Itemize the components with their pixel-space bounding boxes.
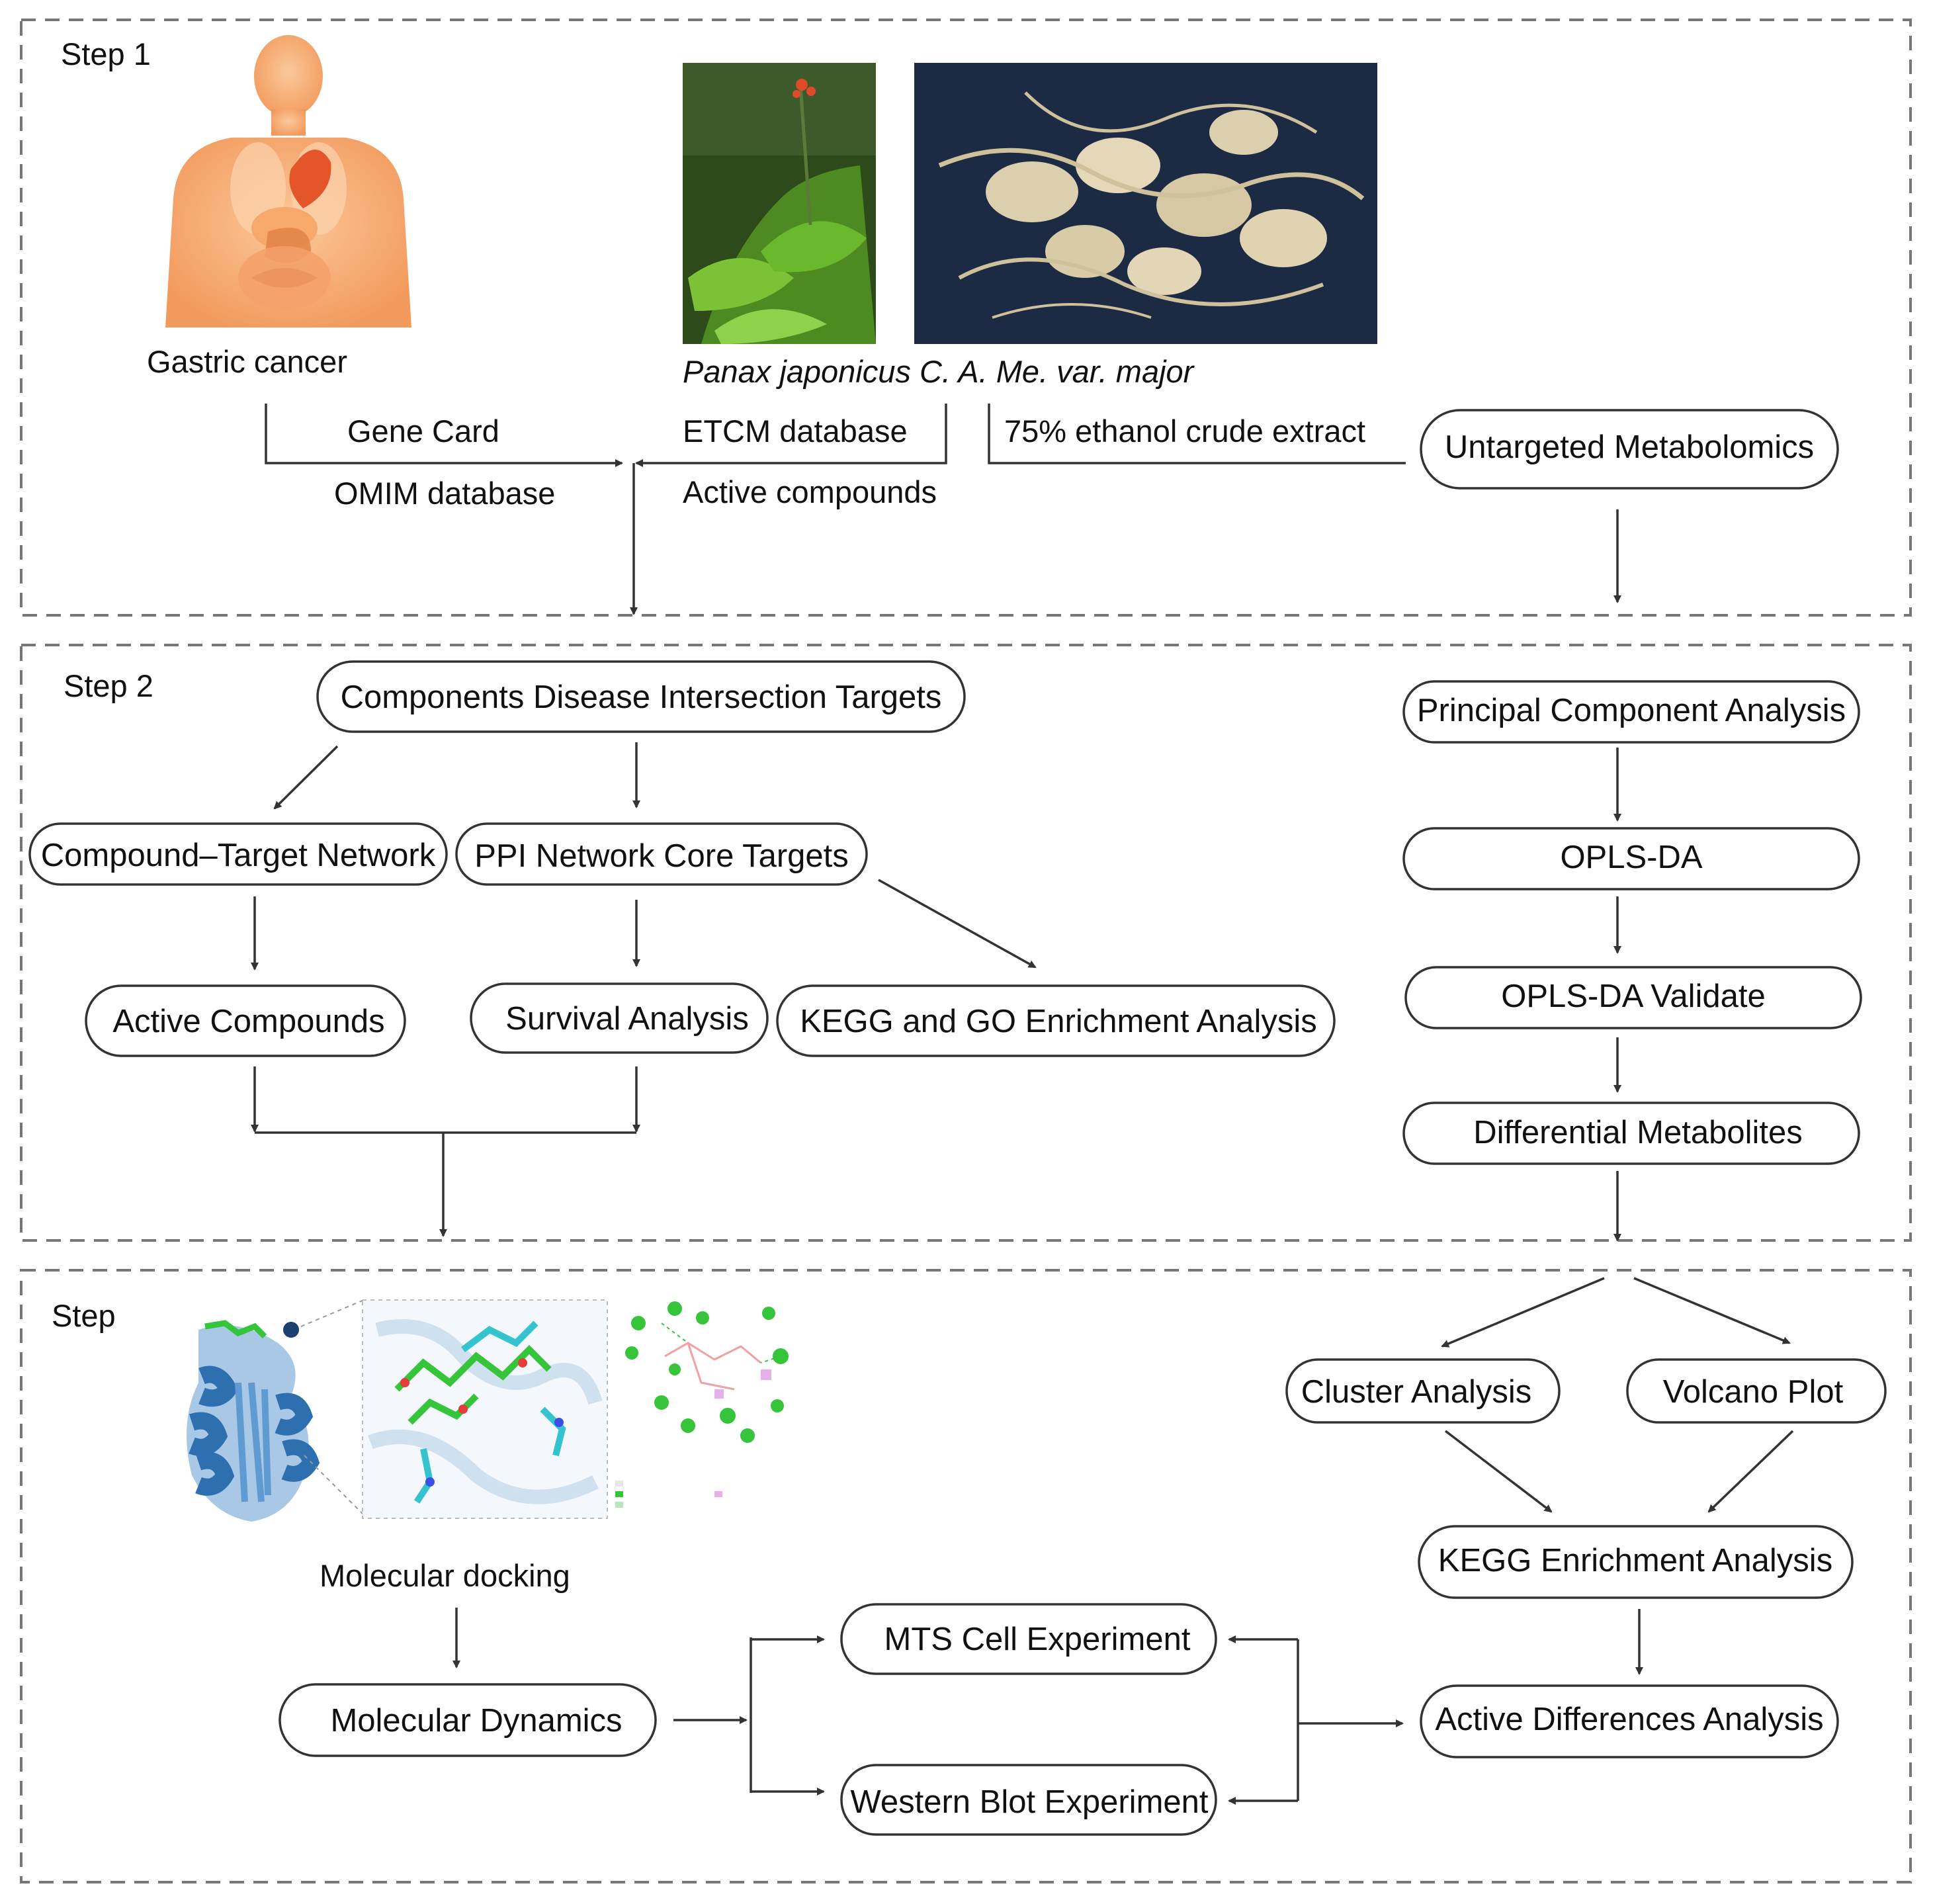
svg-text:Cluster Analysis: Cluster Analysis: [1301, 1374, 1532, 1410]
opls-da-node: OPLS-DA: [1402, 827, 1860, 890]
etcm-label: ETCM database: [683, 413, 908, 449]
protein-structure-image: [187, 1299, 365, 1522]
kegg-enrichment-node: KEGG Enrichment Analysis: [1418, 1525, 1854, 1599]
svg-text:KEGG Enrichment Analysis: KEGG Enrichment Analysis: [1438, 1543, 1832, 1579]
svg-text:Molecular Dynamics: Molecular Dynamics: [330, 1703, 622, 1739]
ethanol-label: 75% ethanol crude extract: [1004, 413, 1365, 449]
active-differences-node: Active Differences Analysis: [1420, 1684, 1839, 1758]
svg-text:Untargeted Metabolomics: Untargeted Metabolomics: [1445, 429, 1814, 465]
active-compounds-node: Active Compounds: [85, 984, 406, 1057]
untargeted-metabolomics-node: Untargeted Metabolomics: [1420, 409, 1839, 490]
molecular-docking-caption: Molecular docking: [320, 1558, 570, 1593]
pca-node: Principal Component Analysis: [1402, 680, 1860, 744]
ppi-network-node: PPI Network Core Targets: [455, 822, 868, 886]
svg-text:Components Disease Intersectio: Components Disease Intersection Targets: [341, 679, 942, 715]
svg-text:Compound–Target Network: Compound–Target Network: [41, 838, 436, 873]
volcano-plot-node: Volcano Plot: [1626, 1358, 1887, 1424]
step2-label: Step 2: [64, 668, 153, 703]
gene-card-label: Gene Card: [347, 413, 499, 449]
mts-cell-experiment-node: MTS Cell Experiment: [840, 1603, 1217, 1675]
svg-text:Active Compounds: Active Compounds: [112, 1004, 384, 1039]
svg-text:Principal Component Analysis: Principal Component Analysis: [1417, 693, 1846, 728]
svg-text:KEGG and GO Enrichment Analysi: KEGG and GO Enrichment Analysis: [800, 1004, 1317, 1039]
opls-da-validate-node: OPLS-DA Validate: [1404, 966, 1862, 1029]
gastric-cancer-caption: Gastric cancer: [147, 344, 347, 379]
panax-caption: Panax japonicus C. A. Me. var. major: [683, 354, 1195, 389]
step1-panel: [20, 19, 1912, 617]
svg-text:OPLS-DA: OPLS-DA: [1560, 840, 1702, 875]
omim-label: OMIM database: [334, 476, 555, 511]
kegg-go-enrichment-node: KEGG and GO Enrichment Analysis: [776, 984, 1336, 1057]
active-compounds-label: Active compounds: [683, 474, 937, 509]
step2-panel: [20, 644, 1912, 1242]
differential-metabolites-node: Differential Metabolites: [1402, 1102, 1860, 1165]
intersection-targets-node: Components Disease Intersection Targets: [316, 660, 966, 733]
binding-site-image: [362, 1299, 608, 1519]
root-photo: [914, 63, 1377, 344]
svg-text:Active Differences Analysis: Active Differences Analysis: [1435, 1702, 1823, 1737]
interaction-2d-diagram: [615, 1301, 789, 1508]
svg-text:Survival Analysis: Survival Analysis: [505, 1001, 749, 1037]
step3-label: Step: [52, 1298, 116, 1333]
plant-photo: [683, 63, 876, 344]
cluster-analysis-node: Cluster Analysis: [1285, 1358, 1561, 1424]
svg-text:Volcano Plot: Volcano Plot: [1663, 1374, 1844, 1410]
compound-target-network-node: Compound–Target Network: [28, 822, 448, 886]
western-blot-node: Western Blot Experiment: [840, 1764, 1217, 1836]
svg-text:Differential Metabolites: Differential Metabolites: [1473, 1115, 1803, 1150]
survival-analysis-node: Survival Analysis: [470, 982, 769, 1054]
step1-label: Step 1: [61, 36, 151, 71]
molecular-dynamics-node: Molecular Dynamics: [279, 1683, 657, 1757]
step3-panel: [20, 1269, 1912, 1883]
human-body-illustration: [165, 35, 411, 327]
svg-text:PPI Network Core Targets: PPI Network Core Targets: [474, 838, 849, 874]
svg-text:MTS Cell Experiment: MTS Cell Experiment: [884, 1622, 1191, 1657]
svg-text:Western Blot Experiment: Western Blot Experiment: [850, 1784, 1208, 1820]
svg-text:OPLS-DA Validate: OPLS-DA Validate: [1501, 978, 1765, 1014]
heart-shape: [289, 150, 331, 208]
ligand-shape: [204, 1320, 267, 1339]
